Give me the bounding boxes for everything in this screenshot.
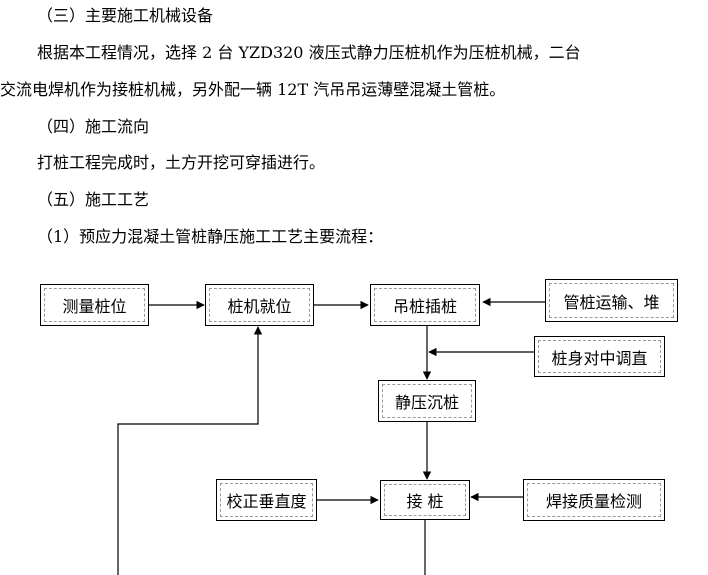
flow-label-position: 桩机就位 bbox=[209, 288, 310, 322]
heading-construction-process: （五）施工工艺 bbox=[37, 190, 150, 209]
flow-label-align: 桩身对中调直 bbox=[538, 340, 661, 373]
flow-label-press-sink: 静压沉桩 bbox=[382, 384, 472, 418]
heading-construction-flow: （四）施工流向 bbox=[37, 117, 150, 136]
flow-label-splice: 接 桩 bbox=[384, 484, 466, 516]
flow-box-transport: 管桩运输、堆 bbox=[545, 279, 678, 322]
flow-box-position: 桩机就位 bbox=[205, 284, 314, 326]
paragraph-machinery-line-2: 交流电焊机作为接桩机械，另外配一辆 12T 汽吊吊运薄壁混凝土管桩。 bbox=[0, 80, 506, 99]
flow-label-correct-vertical: 校正垂直度 bbox=[220, 483, 313, 517]
loop-back-to-position bbox=[117, 326, 263, 575]
flow-box-measure: 测量桩位 bbox=[40, 284, 149, 326]
flow-box-splice: 接 桩 bbox=[380, 480, 470, 520]
subheading-pile-process: （1）预应力混凝土管桩静压施工工艺主要流程： bbox=[37, 227, 384, 246]
flow-box-weld-check: 焊接质量检测 bbox=[523, 479, 665, 521]
paragraph-construction-flow: 打桩工程完成时，土方开挖可穿插进行。 bbox=[37, 153, 326, 172]
paragraph-machinery-line-1: 根据本工程情况，选择 2 台 YZD320 液压式静力压桩机作为压桩机械，二台 bbox=[37, 43, 581, 62]
flow-label-weld-check: 焊接质量检测 bbox=[527, 483, 661, 517]
flow-label-transport: 管桩运输、堆 bbox=[549, 283, 674, 318]
heading-main-machinery: （三）主要施工机械设备 bbox=[37, 6, 214, 25]
flow-box-press-sink: 静压沉桩 bbox=[378, 380, 476, 422]
flow-label-measure: 测量桩位 bbox=[44, 288, 145, 322]
flow-box-lift-insert: 吊桩插桩 bbox=[370, 284, 480, 326]
flow-box-correct-vertical: 校正垂直度 bbox=[216, 479, 317, 521]
flow-box-align: 桩身对中调直 bbox=[534, 336, 665, 377]
flow-label-lift-insert: 吊桩插桩 bbox=[374, 288, 476, 322]
